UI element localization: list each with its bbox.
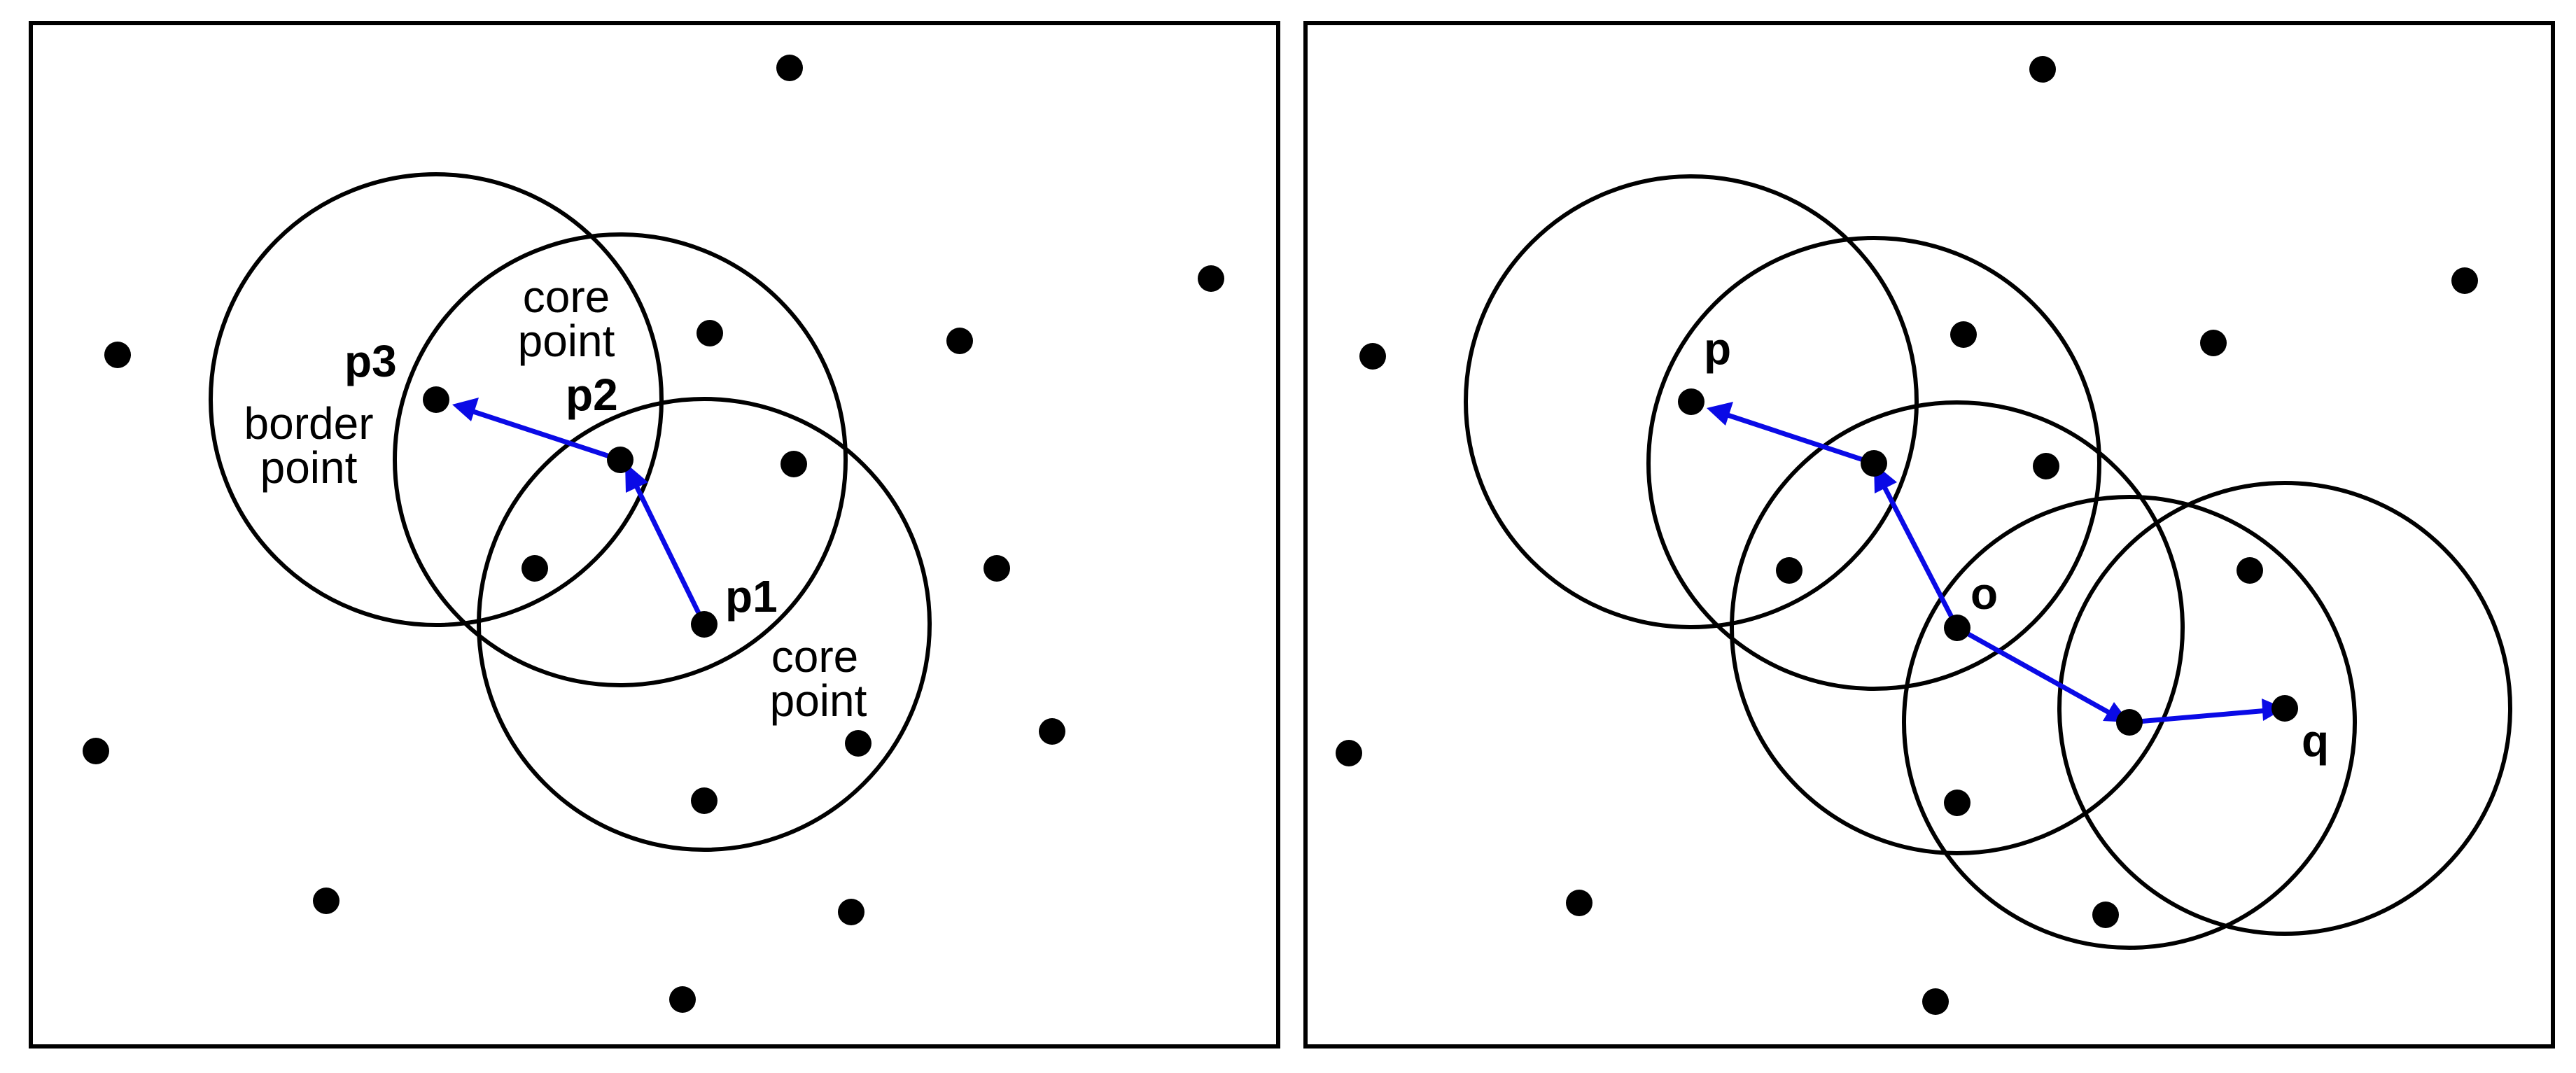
data-point-o (1944, 615, 1970, 641)
label-o: o (1970, 568, 1998, 619)
right-panel-frame (1303, 21, 2555, 1049)
arrow-head-p3 (452, 398, 479, 421)
label-p: p (1704, 323, 1731, 374)
data-point (1922, 988, 1949, 1015)
data-point (1566, 890, 1592, 916)
label-core-point-top-2: point (518, 316, 615, 366)
label-border-point-1: border (244, 398, 374, 449)
data-point (1944, 790, 1970, 816)
left-panel-frame (29, 21, 1280, 1049)
data-point (669, 986, 696, 1013)
data-point (691, 787, 718, 814)
eps-circle-p3 (209, 172, 664, 627)
data-point (1359, 343, 1386, 370)
left-panel: core point p3 p2 border point p1 core po… (29, 21, 1280, 1049)
left-labels: core point p3 p2 border point p1 core po… (244, 272, 867, 726)
data-point-p1 (691, 611, 718, 638)
data-point (1039, 718, 1065, 745)
data-point (946, 328, 973, 354)
label-q: q (2302, 715, 2329, 766)
right-neighborhood-circles (1464, 174, 2512, 950)
right-labels: p o q (1704, 323, 2329, 766)
left-data-points (83, 55, 1224, 1013)
arrow-p1-to-p2 (630, 477, 707, 626)
label-core-point-top-1: core (523, 272, 610, 322)
data-point (1776, 557, 1802, 584)
data-point (2033, 453, 2059, 479)
data-point (845, 730, 872, 757)
data-point (2029, 56, 2056, 83)
eps-circle (1464, 174, 1919, 629)
data-point (104, 342, 131, 368)
left-density-arrows (452, 398, 707, 626)
label-p3: p3 (344, 336, 397, 386)
arrow-o-to-mid (1878, 479, 1960, 629)
data-point-p3 (423, 386, 449, 413)
eps-circle (2057, 481, 2512, 936)
data-point (2236, 557, 2263, 584)
arrow-head-p2 (625, 463, 648, 493)
eps-circle (1646, 236, 2101, 691)
eps-circle (1902, 495, 2357, 950)
data-point (2451, 267, 2478, 294)
left-neighborhood-circles (209, 172, 932, 852)
eps-circle-o (1730, 400, 2185, 855)
data-point (780, 451, 807, 477)
data-point-p (1678, 388, 1704, 415)
label-p2: p2 (566, 370, 618, 420)
arrow-head-p (1707, 402, 1733, 426)
right-panel: p o q (1303, 21, 2555, 1049)
label-p1: p1 (725, 571, 778, 622)
data-point-p2 (607, 447, 634, 473)
data-point (83, 738, 109, 764)
data-point (313, 888, 340, 914)
arrow-o-to-next (1956, 625, 2115, 718)
eps-circle-p1 (477, 397, 932, 852)
right-data-points (1336, 56, 2478, 1015)
label-core-point-bottom-2: point (770, 675, 867, 726)
label-core-point-bottom-1: core (771, 631, 859, 682)
data-point (1861, 450, 1887, 477)
label-border-point-2: point (260, 442, 358, 493)
arrow-mid-to-p (1722, 411, 1875, 466)
right-density-arrows (1707, 402, 2285, 725)
data-point (2200, 330, 2227, 356)
eps-circle-p2 (393, 232, 848, 687)
data-point (2116, 709, 2143, 736)
data-point (1950, 321, 1977, 348)
arrow-next-to-q (2129, 708, 2269, 725)
data-point (1336, 740, 1362, 766)
data-point (776, 55, 803, 81)
data-point (983, 555, 1010, 582)
data-point (696, 320, 723, 346)
data-point (1198, 265, 1224, 292)
data-point (2092, 902, 2119, 928)
arrow-p2-to-p3 (468, 407, 622, 463)
data-point (838, 899, 864, 925)
data-point-q (2272, 695, 2298, 722)
data-point (522, 555, 548, 582)
